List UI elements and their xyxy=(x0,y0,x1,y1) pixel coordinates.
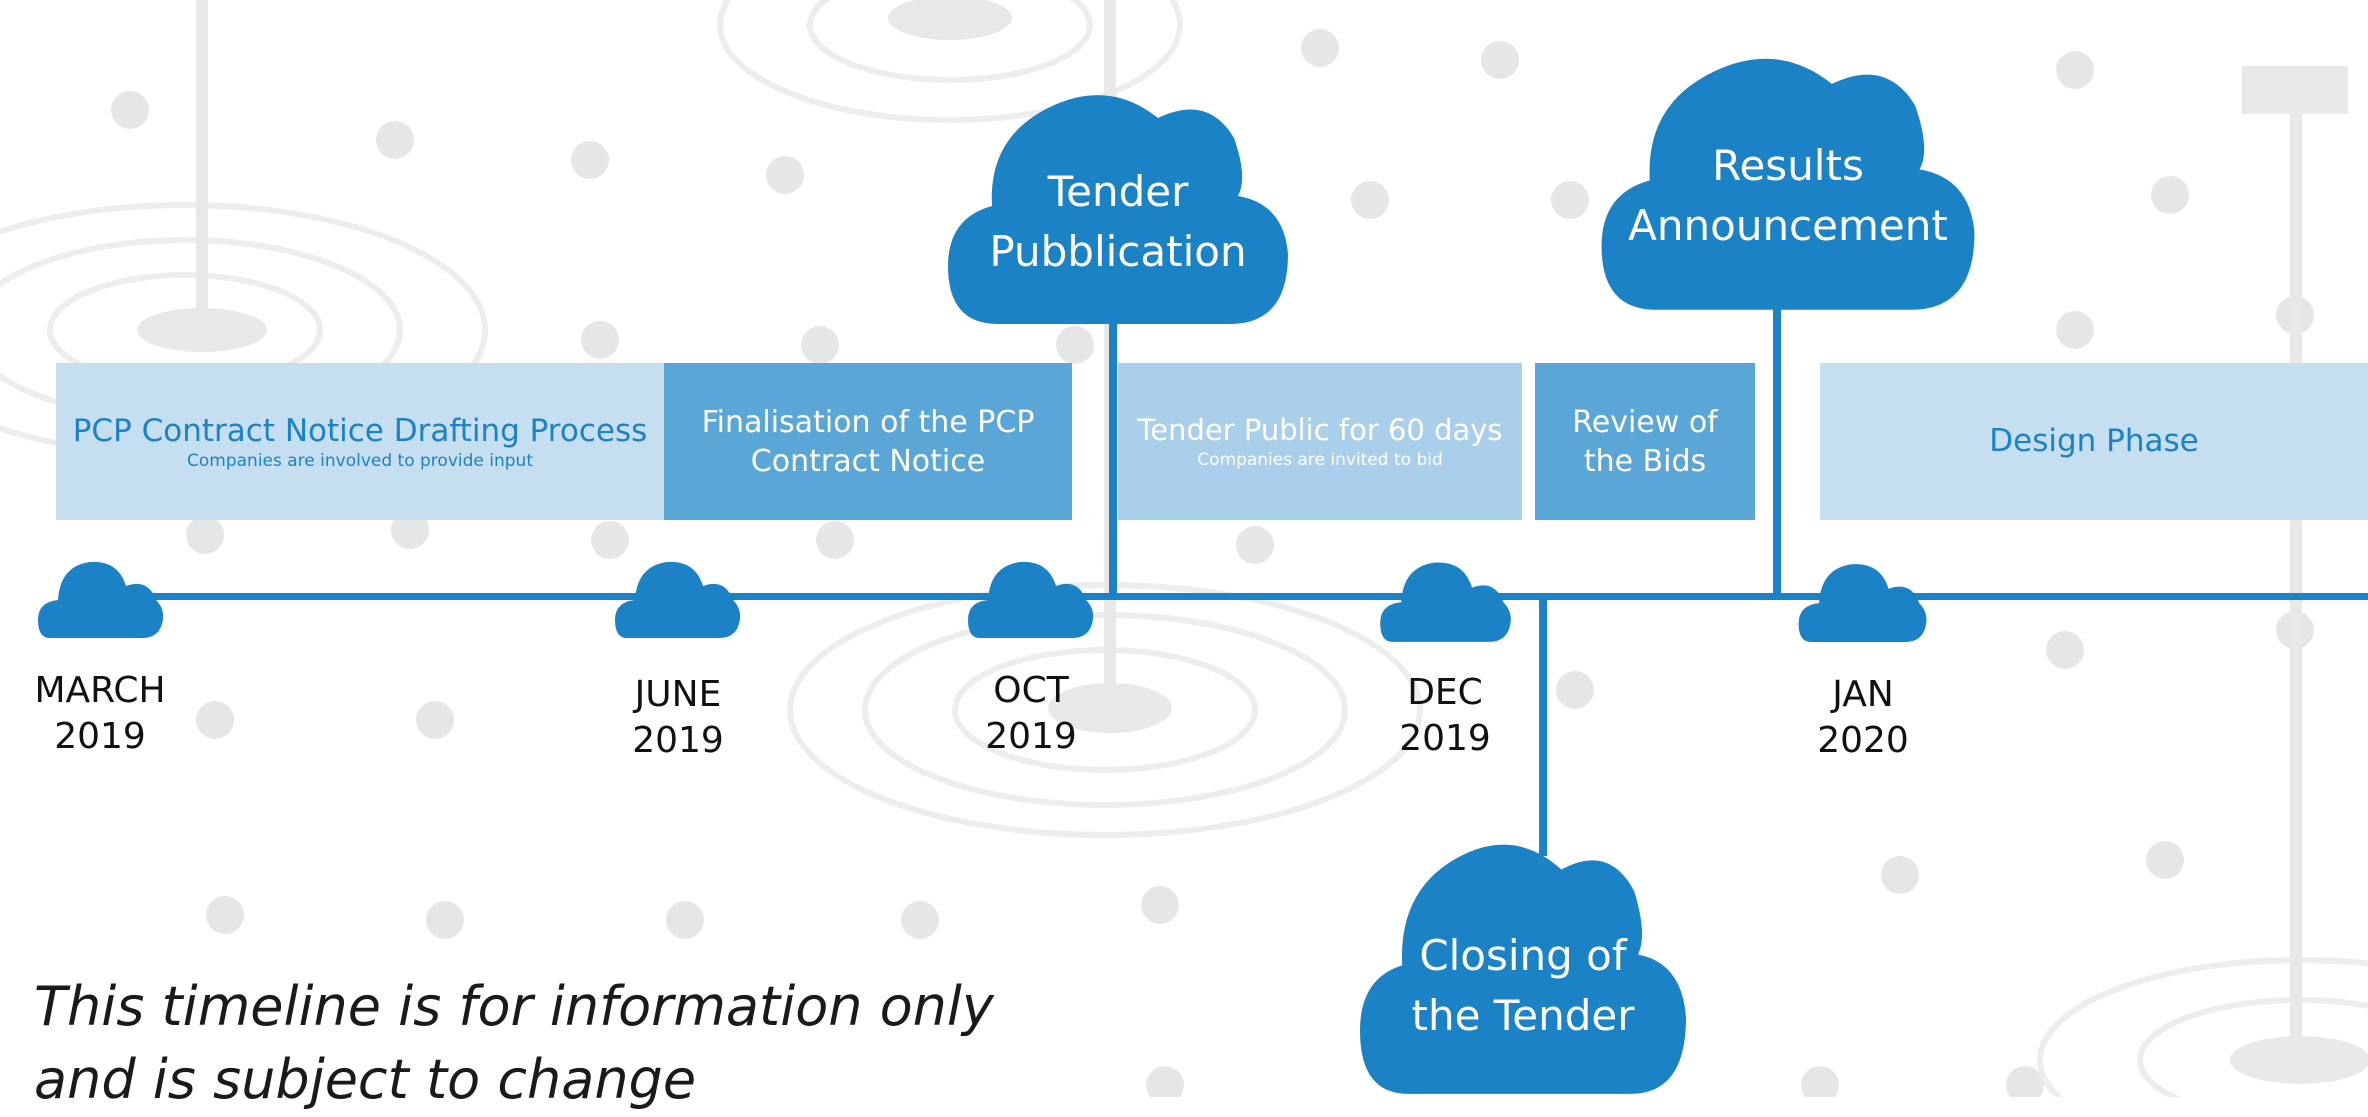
phase-title-line1: Review of xyxy=(1572,404,1718,440)
month-year: 2019 xyxy=(985,715,1077,757)
phase-title: Design Phase xyxy=(1989,423,2199,460)
month-name: JAN xyxy=(1832,674,1894,715)
month-name: DEC xyxy=(1407,672,1483,713)
phase-title-line2: the Bids xyxy=(1583,443,1707,479)
milestone-line1: Results xyxy=(1712,141,1864,190)
phase-tender-public: Tender Public for 60 days Companies are … xyxy=(1118,363,1522,520)
month-cloud-icon xyxy=(968,561,1094,638)
phase-title-line1: Finalisation of the PCP xyxy=(701,404,1035,440)
milestone-line1: Tender xyxy=(1047,167,1189,216)
milestone-stem-tender-publication xyxy=(1109,310,1117,598)
month-year: 2020 xyxy=(1817,719,1909,761)
month-year: 2019 xyxy=(54,715,146,757)
month-label-dec-2019: DEC 2019 xyxy=(1345,670,1545,761)
milestone-stem-results-announcement xyxy=(1773,290,1781,598)
milestone-cloud-icon xyxy=(948,95,1288,324)
disclaimer-note: This timeline is for information only an… xyxy=(34,970,994,1117)
phase-design: Design Phase xyxy=(1820,363,2368,520)
month-cloud-icon xyxy=(615,561,741,638)
phase-drafting-process: PCP Contract Notice Drafting Process Com… xyxy=(56,363,664,520)
month-name: JUNE xyxy=(634,674,722,715)
milestone-cloud-icon xyxy=(1601,58,1975,310)
disclaimer-line1: This timeline is for information only xyxy=(34,975,994,1038)
month-label-jan-2020: JAN 2020 xyxy=(1763,672,1963,763)
milestone-closing-tender: Closing of the Tender xyxy=(1360,926,1686,1045)
milestone-stem-closing-tender xyxy=(1539,596,1547,856)
month-year: 2019 xyxy=(1399,717,1491,759)
month-label-june-2019: JUNE 2019 xyxy=(578,672,778,763)
phase-title: Tender Public for 60 days xyxy=(1137,413,1503,448)
phase-subtitle: Companies are involved to provide input xyxy=(187,451,533,472)
phase-finalisation: Finalisation of the PCP Contract Notice xyxy=(664,363,1072,520)
month-label-march-2019: MARCH 2019 xyxy=(0,668,200,759)
phase-title: PCP Contract Notice Drafting Process xyxy=(72,413,648,450)
milestone-line2: the Tender xyxy=(1411,990,1635,1040)
milestone-line2: Pubblication xyxy=(989,226,1247,276)
milestone-cloud-icon xyxy=(1360,844,1686,1094)
disclaimer-line2: and is subject to change xyxy=(34,1048,697,1112)
month-cloud-icon xyxy=(1380,562,1511,642)
phase-title-line2: Contract Notice xyxy=(750,443,986,479)
month-name: OCT xyxy=(993,670,1069,711)
month-name: MARCH xyxy=(34,670,166,711)
milestone-tender-publication: Tender Pubblication xyxy=(948,162,1288,281)
month-cloud-icon xyxy=(1798,564,1927,642)
timeline-axis xyxy=(60,593,2368,600)
phase-review-bids: Review of the Bids xyxy=(1535,363,1755,520)
month-label-oct-2019: OCT 2019 xyxy=(931,668,1131,759)
milestone-line1: Closing of xyxy=(1419,931,1627,980)
milestone-results-announcement: Results Announcement xyxy=(1600,136,1976,255)
phase-subtitle: Companies are invited to bid xyxy=(1197,450,1443,471)
month-year: 2019 xyxy=(632,719,724,761)
month-cloud-icon xyxy=(38,561,164,638)
milestone-line2: Announcement xyxy=(1628,200,1948,250)
